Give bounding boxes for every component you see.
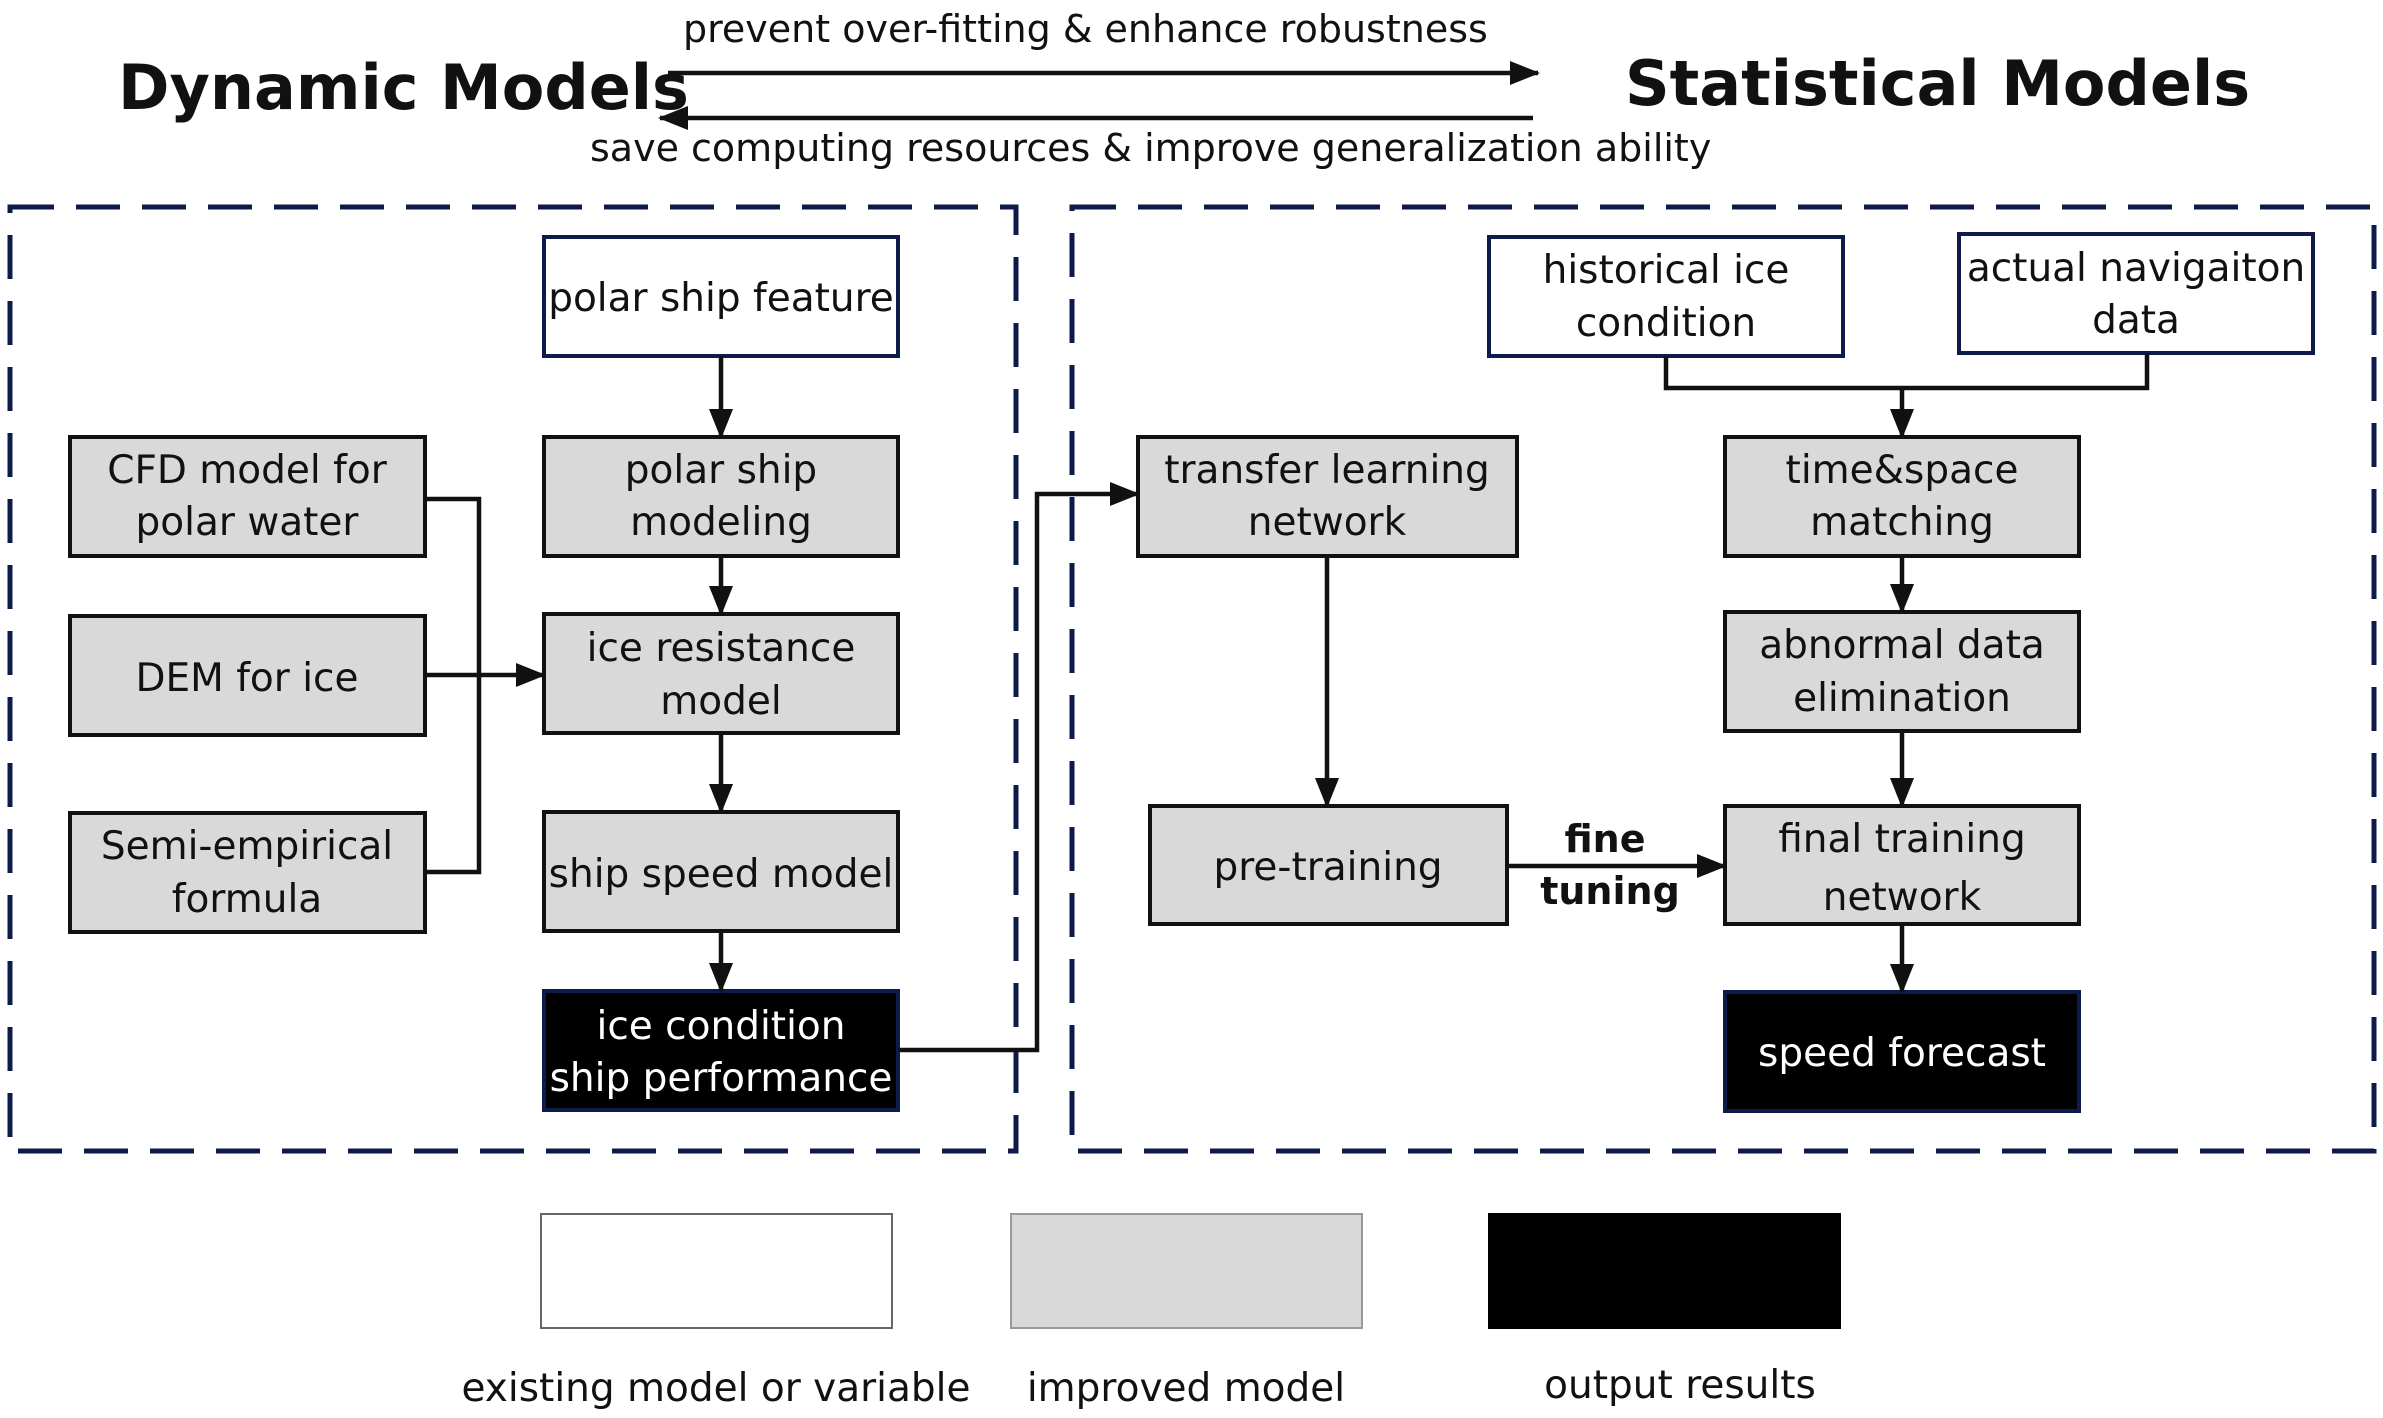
box-speed-forecast: speed forecast <box>1723 990 2081 1113</box>
box-final-training-line1: final training <box>1778 817 2026 862</box>
box-ship-speed: ship speed model <box>542 810 900 933</box>
box-cfd-model-line1: CFD model for <box>107 448 388 493</box>
box-pre-training-label: pre-training <box>1213 845 1442 890</box>
box-polar-ship-modeling-line1: polar ship <box>625 448 817 493</box>
box-time-space: time&space matching <box>1723 435 2081 558</box>
box-ice-resistance: ice resistance model <box>542 612 900 735</box>
legend-label-output: output results <box>1544 1363 1816 1408</box>
box-transfer-learning-line1: transfer learning <box>1164 448 1490 493</box>
fine-tuning-label-line2: tuning <box>1540 869 1680 913</box>
box-ice-resistance-line2: model <box>660 679 781 724</box>
box-ice-resistance-line1: ice resistance <box>587 626 856 671</box>
legend-label-improved: improved model <box>1027 1366 1345 1411</box>
box-semi-empirical-line2: formula <box>172 877 322 922</box>
box-abnormal-data-line1: abnormal data <box>1759 623 2045 668</box>
box-historical-ice-line2: condition <box>1576 301 1756 346</box>
box-cfd-model-line2: polar water <box>136 500 360 545</box>
box-pre-training: pre-training <box>1148 804 1509 926</box>
legend-swatch-improved <box>1010 1213 1363 1329</box>
box-ice-condition-line1: ice condition <box>597 1004 846 1049</box>
box-time-space-line1: time&space <box>1786 448 2019 493</box>
box-polar-ship-feature: polar ship feature <box>542 235 900 358</box>
box-actual-navigation-line1: actual navigaiton <box>1967 246 2305 291</box>
top-arrow-caption: prevent over-fitting & enhance robustnes… <box>683 7 1488 51</box>
box-polar-ship-feature-label: polar ship feature <box>548 276 894 321</box>
box-abnormal-data-line2: elimination <box>1793 676 2011 721</box>
box-ice-condition-output: ice condition ship performance <box>542 989 900 1112</box>
statistical-models-title: Statistical Models <box>1625 47 2250 120</box>
box-cfd-model: CFD model for polar water <box>68 435 427 558</box>
box-actual-navigation: actual navigaiton data <box>1957 232 2315 355</box>
dynamic-models-title: Dynamic Models <box>118 51 689 124</box>
box-final-training: final training network <box>1723 804 2081 926</box>
box-time-space-line2: matching <box>1810 500 1994 545</box>
legend-swatch-output <box>1488 1213 1841 1329</box>
box-actual-navigation-line2: data <box>2092 298 2180 343</box>
box-semi-empirical-line1: Semi-empirical <box>101 824 393 869</box>
box-final-training-line2: network <box>1823 875 1982 920</box>
legend-swatch-existing <box>540 1213 893 1329</box>
box-transfer-learning-line2: network <box>1248 500 1407 545</box>
box-dem-for-ice-label: DEM for ice <box>135 656 358 701</box>
box-historical-ice-line1: historical ice <box>1543 248 1790 293</box>
arrow-ice-condition-to-transfer <box>898 482 1140 1053</box>
line-historical-ice-join <box>1663 353 2150 391</box>
box-historical-ice: historical ice condition <box>1487 235 1845 358</box>
line-cfd-to-bus <box>425 496 482 875</box>
box-semi-empirical: Semi-empirical formula <box>68 811 427 934</box>
box-ship-speed-label: ship speed model <box>549 852 894 897</box>
box-polar-ship-modeling: polar ship modeling <box>542 435 900 558</box>
box-abnormal-data: abnormal data elimination <box>1723 610 2081 733</box>
fine-tuning-label-line1: fine <box>1565 817 1646 861</box>
legend-label-existing: existing model or variable <box>462 1366 971 1411</box>
box-dem-for-ice: DEM for ice <box>68 614 427 737</box>
bottom-arrow-caption: save computing resources & improve gener… <box>590 126 1711 170</box>
box-transfer-learning: transfer learning network <box>1136 435 1519 558</box>
box-polar-ship-modeling-line2: modeling <box>630 500 812 545</box>
box-ice-condition-line2: ship performance <box>550 1056 893 1101</box>
dynamic-models-frame <box>7 204 1019 1154</box>
box-speed-forecast-label: speed forecast <box>1758 1031 2046 1076</box>
